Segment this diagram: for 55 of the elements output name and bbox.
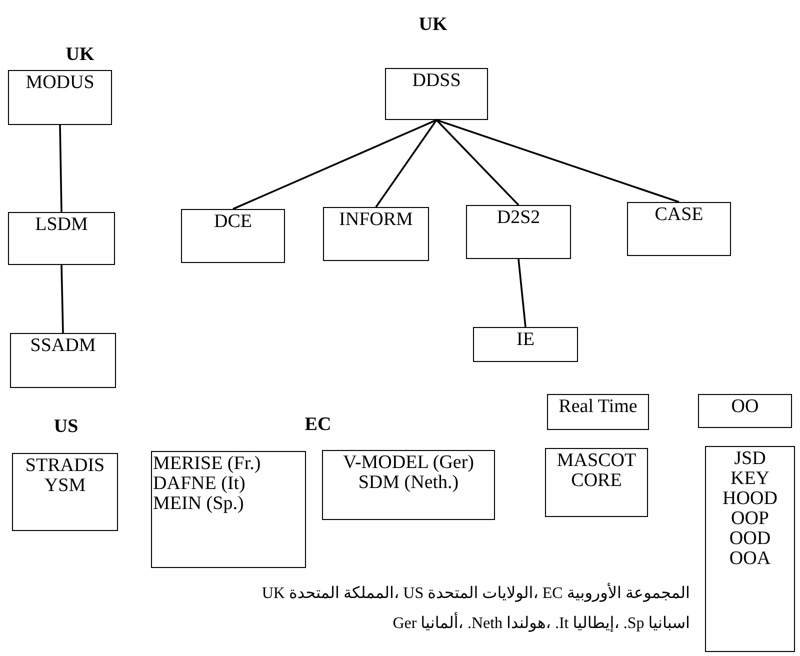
method-name: HOOD <box>722 489 778 509</box>
method-name: INFORM <box>338 210 414 230</box>
method-name: V-MODEL (Ger) <box>342 453 476 473</box>
method-name: MASCOT <box>556 451 638 471</box>
note-text: UK المملكة المتحدة، US الولايات المتحدة، EC المجموعة الأوروبية <box>262 584 690 604</box>
method-box <box>8 212 115 265</box>
method-name: MEIN (Sp.) <box>153 494 245 514</box>
region-heading: EC <box>304 414 332 436</box>
connector-line <box>232 119 437 210</box>
method-name: OOD <box>728 529 772 549</box>
method-name: CORE <box>570 471 623 491</box>
method-name: STRADIS <box>24 456 106 476</box>
method-name: KEY <box>729 469 771 489</box>
method-name: SSADM <box>29 336 97 356</box>
method-box <box>181 209 285 263</box>
region-heading: UK <box>418 14 448 36</box>
method-name: MERISE (Fr.) <box>153 454 262 474</box>
method-name: CASE <box>654 205 704 225</box>
method-box <box>627 202 731 256</box>
method-box <box>705 446 795 652</box>
method-name: OO <box>730 397 760 417</box>
region-heading: UK <box>66 44 94 66</box>
method-name: LSDM <box>34 215 89 235</box>
method-name: OOP <box>730 509 770 529</box>
method-name: DCE <box>213 212 253 232</box>
connector-line <box>436 119 680 203</box>
region-heading: US <box>54 416 78 438</box>
connector-line <box>436 119 520 206</box>
method-name: MODUS <box>24 73 96 93</box>
method-box <box>151 451 306 568</box>
note-text: Ger ألمانيا، .Neth هولندا، .It إيطاليا، .Sp اسبانيا <box>392 614 690 634</box>
method-box <box>12 453 118 531</box>
method-name: YSM <box>43 476 87 496</box>
method-name: JSD <box>733 449 767 469</box>
method-box <box>10 333 116 388</box>
method-name: IE <box>516 330 536 350</box>
method-box <box>322 450 495 520</box>
connector-line <box>518 258 526 328</box>
method-box <box>385 68 488 120</box>
method-box <box>473 327 578 362</box>
connector-line <box>375 119 438 208</box>
method-box <box>466 205 571 259</box>
method-box <box>547 394 649 430</box>
method-name: OOA <box>728 549 772 569</box>
method-box <box>698 394 792 428</box>
method-name: SDM (Neth.) <box>357 473 460 493</box>
method-name: Real Time <box>558 397 638 417</box>
connector-line <box>60 264 64 334</box>
method-name: D2S2 <box>496 208 542 228</box>
method-name: DDSS <box>411 71 462 91</box>
method-box <box>8 70 112 125</box>
method-box <box>323 207 429 261</box>
method-box <box>545 448 648 517</box>
method-name: DAFNE (It) <box>153 474 246 494</box>
connector-line <box>59 124 62 212</box>
